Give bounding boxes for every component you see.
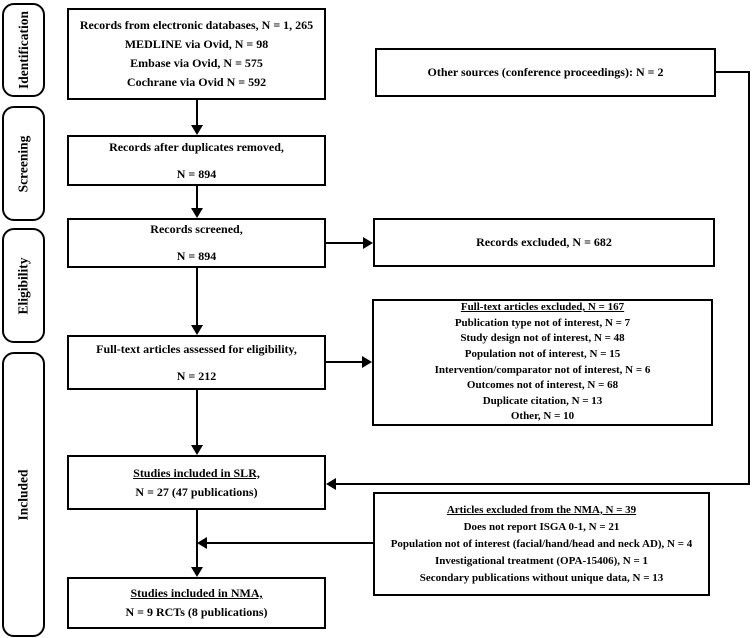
- fulltext-excluded-item: Duplicate citation, N = 13: [482, 394, 603, 407]
- fulltext-excluded-item: Population not of interest, N = 15: [464, 347, 621, 360]
- stage-label-included: Included: [2, 352, 45, 637]
- arrowhead-down-icon: [191, 567, 203, 577]
- connector-othersources-out: [714, 71, 750, 73]
- arrowhead-down-icon: [191, 208, 203, 218]
- box-nma-included: Studies included in NMA, N = 9 RCTs (8 p…: [67, 577, 326, 629]
- arrowhead-right-icon: [362, 356, 372, 368]
- box-other-sources: Other sources (conference proceedings): …: [375, 48, 716, 97]
- duplicates-removed-label: Records after duplicates removed,: [109, 139, 284, 154]
- connector-othersources-to-slr: [336, 483, 750, 485]
- arrowhead-down-icon: [191, 125, 203, 135]
- box-nma-excluded: Articles excluded from the NMA, N = 39 D…: [373, 492, 710, 596]
- box-fulltext-assessed: Full-text articles assessed for eligibil…: [67, 335, 326, 390]
- box-slr-included: Studies included in SLR, N = 27 (47 publ…: [67, 455, 326, 510]
- nma-excluded-item: Does not report ISGA 0-1, N = 21: [463, 520, 620, 533]
- fulltext-excluded-item: Outcomes not of interest, N = 68: [466, 379, 619, 392]
- arrowhead-left-icon: [197, 537, 207, 549]
- fulltext-assessed-label: Full-text articles assessed for eligibil…: [96, 341, 297, 356]
- nma-excluded-item: Secondary publications without unique da…: [419, 571, 664, 584]
- fulltext-excluded-item: Publication type not of interest, N = 7: [454, 316, 631, 329]
- connector-screened-to-excluded: [326, 242, 365, 244]
- databases-line-medline: MEDLINE via Ovid, N = 98: [124, 37, 269, 51]
- nma-included-count: N = 9 RCTs (8 publications): [125, 605, 268, 619]
- box-duplicates-removed: Records after duplicates removed, N = 89…: [67, 135, 326, 186]
- nma-excluded-item: Population not of interest (facial/hand/…: [390, 537, 693, 550]
- nma-excluded-title: Articles excluded from the NMA, N = 39: [446, 503, 637, 516]
- fulltext-excluded-item: Other, N = 10: [510, 410, 575, 423]
- databases-line-embase: Embase via Ovid, N = 575: [130, 56, 263, 70]
- fulltext-excluded-item: Intervention/comparator not of interest,…: [434, 363, 651, 376]
- stage-label-eligibility-text: Eligibility: [15, 256, 31, 315]
- connector-screened-to-fulltext: [196, 268, 198, 327]
- arrowhead-right-icon: [363, 237, 373, 249]
- records-screened-label: Records screened,: [150, 222, 243, 236]
- duplicates-removed-count: N = 894: [176, 166, 217, 181]
- connector-nmaexcluded-to-flow: [207, 542, 373, 544]
- stage-label-identification: Identification: [2, 3, 45, 97]
- stage-label-included-text: Included: [15, 468, 31, 521]
- databases-line-cochrane: Cochrane via Ovid N = 592: [126, 75, 267, 89]
- records-screened-count: N = 894: [176, 249, 217, 263]
- fulltext-assessed-count: N = 212: [176, 368, 217, 383]
- fulltext-excluded-item: Study design not of interest, N = 48: [460, 332, 625, 345]
- connector-duplicates-to-screened: [196, 186, 198, 210]
- stage-label-screening: Screening: [2, 106, 45, 221]
- stage-label-eligibility: Eligibility: [2, 228, 45, 343]
- slr-included-title: Studies included in SLR,: [133, 465, 260, 480]
- arrowhead-down-icon: [191, 445, 203, 455]
- box-records-excluded: Records excluded, N = 682: [373, 218, 715, 267]
- stage-label-identification-text: Identification: [15, 10, 31, 90]
- nma-included-title: Studies included in NMA,: [130, 586, 263, 600]
- connector-fulltext-to-slr: [196, 390, 198, 447]
- records-excluded-text: Records excluded, N = 682: [476, 235, 612, 249]
- connector-othersources-down: [748, 71, 750, 485]
- arrowhead-left-icon: [326, 478, 336, 490]
- nma-excluded-item: Investigational treatment (OPA-15406), N…: [435, 554, 648, 567]
- databases-line-total: Records from electronic databases, N = 1…: [79, 18, 314, 32]
- connector-fulltext-to-ftexcluded: [326, 361, 364, 363]
- box-records-screened: Records screened, N = 894: [67, 218, 326, 268]
- box-records-databases: Records from electronic databases, N = 1…: [67, 8, 326, 100]
- connector-databases-to-duplicates: [196, 100, 198, 127]
- stage-label-screening-text: Screening: [15, 135, 31, 192]
- arrowhead-down-icon: [191, 325, 203, 335]
- slr-included-count: N = 27 (47 publications): [135, 484, 258, 499]
- other-sources-text: Other sources (conference proceedings): …: [427, 65, 664, 79]
- box-fulltext-excluded: Full-text articles excluded, N = 167 Pub…: [372, 299, 713, 426]
- fulltext-excluded-title: Full-text articles excluded, N = 167: [460, 301, 625, 314]
